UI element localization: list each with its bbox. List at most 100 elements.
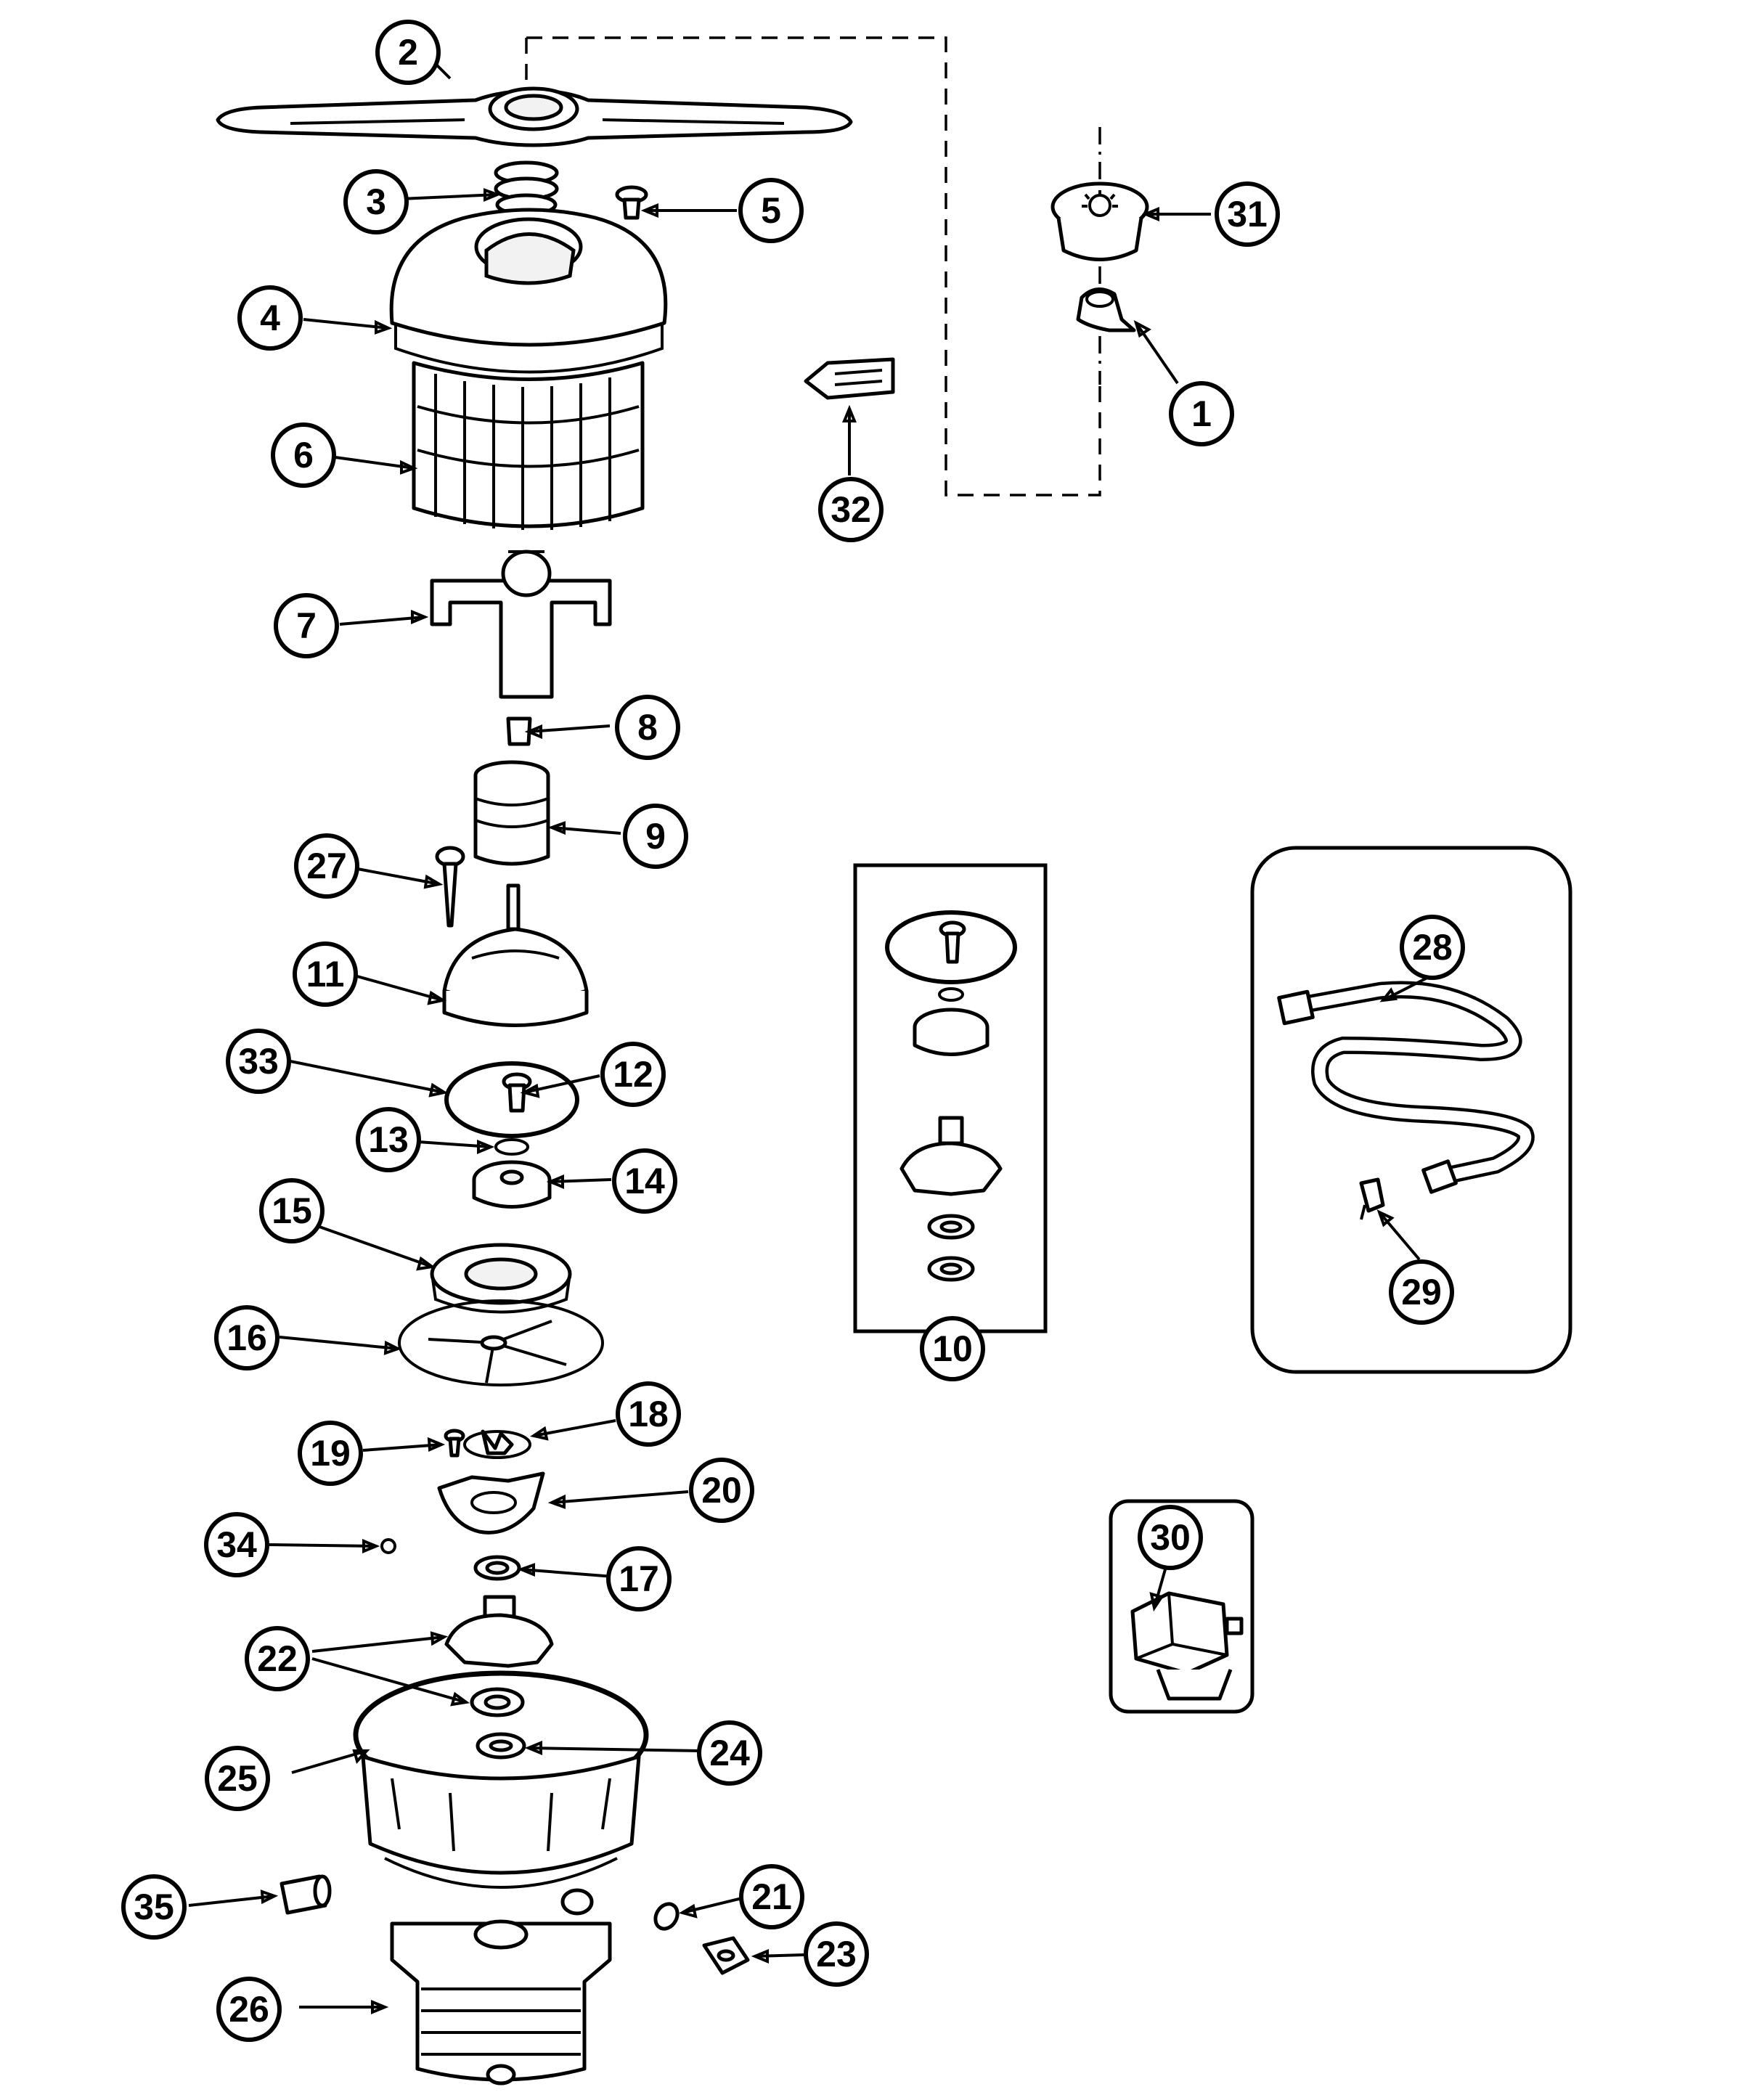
callout-23: 23: [804, 1921, 869, 1987]
callout-32: 32: [818, 477, 884, 542]
callout-4: 4: [237, 285, 303, 351]
callout-label: 8: [637, 707, 658, 748]
part-pump-cover-15: [430, 1243, 572, 1314]
callout-6: 6: [271, 422, 336, 488]
callout-20: 20: [689, 1458, 754, 1523]
part-o-ring-33: [444, 1061, 579, 1138]
callout-3: 3: [343, 169, 409, 234]
part-screw-12: [502, 1072, 532, 1113]
part-pin-8: [506, 716, 532, 746]
callout-27: 27: [294, 833, 359, 899]
callout-1: 1: [1169, 381, 1234, 446]
callout-19: 19: [298, 1421, 363, 1486]
callout-22: 22: [245, 1626, 310, 1691]
callout-10: 10: [920, 1316, 985, 1381]
part-cylinder-35: [280, 1874, 332, 1915]
callout-label: 6: [293, 435, 314, 475]
callout-28: 28: [1400, 915, 1465, 980]
part-spray-arm-bearing: [494, 160, 559, 216]
part-washer-13: [494, 1138, 529, 1156]
callout-5: 5: [738, 178, 804, 243]
part-spray-arm: [216, 86, 853, 147]
callout-26: 26: [216, 1977, 282, 2042]
callout-label: 25: [217, 1758, 258, 1799]
callout-12: 12: [600, 1042, 666, 1107]
part-gasket-23: [702, 1936, 750, 1975]
part-o-ring-21: [653, 1902, 680, 1931]
callout-label: 2: [398, 32, 418, 73]
valve-box-30: [1109, 1499, 1254, 1714]
callout-18: 18: [616, 1381, 681, 1447]
callout-label: 14: [624, 1161, 665, 1201]
callout-label: 5: [761, 190, 781, 231]
callout-label: 24: [709, 1733, 750, 1773]
callout-label: 35: [134, 1887, 174, 1927]
callout-label: 12: [613, 1054, 653, 1095]
part-filter-screen: [412, 361, 645, 530]
callout-14: 14: [612, 1148, 677, 1214]
callout-34: 34: [204, 1512, 269, 1577]
part-pump-housing: [442, 883, 589, 1027]
callout-label: 9: [645, 816, 666, 857]
callout-label: 1: [1191, 393, 1212, 434]
callout-17: 17: [606, 1546, 672, 1611]
callout-label: 19: [310, 1433, 351, 1474]
callout-label: 31: [1227, 194, 1268, 234]
part-nozzle-1: [1076, 287, 1136, 332]
part-plate-16: [398, 1299, 604, 1386]
kit-contents-10: [885, 910, 1017, 1282]
callout-2: 2: [375, 20, 441, 85]
callout-label: 29: [1401, 1272, 1442, 1312]
callout-8: 8: [615, 695, 680, 760]
part-seal-17: [473, 1555, 521, 1581]
part-clamp-29: [1359, 1177, 1385, 1220]
part-impeller-14: [472, 1160, 552, 1209]
part-screw-27: [435, 846, 465, 928]
callout-33: 33: [226, 1029, 291, 1094]
part-screw-19: [444, 1429, 465, 1458]
callout-label: 28: [1412, 927, 1453, 968]
callout-13: 13: [356, 1107, 421, 1172]
callout-label: 11: [306, 954, 345, 994]
callout-16: 16: [214, 1305, 280, 1370]
callout-label: 15: [272, 1190, 312, 1231]
callout-label: 4: [260, 298, 280, 338]
callout-label: 7: [296, 605, 317, 646]
callout-label: 16: [227, 1317, 267, 1358]
callout-25: 25: [205, 1746, 270, 1811]
callout-7: 7: [274, 593, 339, 658]
callout-label: 27: [306, 846, 347, 886]
callout-11: 11: [293, 941, 358, 1007]
leader-lines: [188, 55, 1431, 2014]
callout-21: 21: [739, 1864, 804, 1929]
callout-35: 35: [121, 1874, 187, 1940]
callout-label: 18: [628, 1394, 669, 1434]
part-seal-24: [476, 1732, 526, 1760]
callout-label: 13: [368, 1119, 409, 1160]
callout-label: 21: [751, 1876, 792, 1917]
callout-label: 10: [932, 1328, 973, 1369]
callout-24: 24: [697, 1720, 762, 1786]
callout-label: 3: [366, 181, 386, 222]
callout-label: 22: [257, 1638, 298, 1679]
part-bracket-32: [804, 357, 895, 400]
part-pump-base-22: [444, 1595, 554, 1717]
part-ball-34: [380, 1538, 396, 1554]
part-sump-25: [353, 1670, 649, 1916]
callout-label: 30: [1150, 1517, 1191, 1558]
part-tower-support: [430, 549, 612, 699]
callout-label: 33: [238, 1041, 279, 1082]
part-sprayer-head-31: [1050, 181, 1149, 261]
hose-kit-box: [1250, 846, 1572, 1374]
callout-15: 15: [259, 1178, 325, 1243]
callout-label: 26: [229, 1989, 269, 2030]
callout-label: 34: [216, 1524, 257, 1565]
part-chopper-plate-20: [437, 1471, 545, 1535]
part-drain-hose-28: [1277, 981, 1535, 1194]
callout-label: 32: [831, 489, 871, 530]
part-filter-cover: [389, 208, 668, 374]
callout-31: 31: [1215, 181, 1280, 247]
part-water-valve-30: [1130, 1591, 1244, 1701]
callout-9: 9: [623, 804, 688, 869]
